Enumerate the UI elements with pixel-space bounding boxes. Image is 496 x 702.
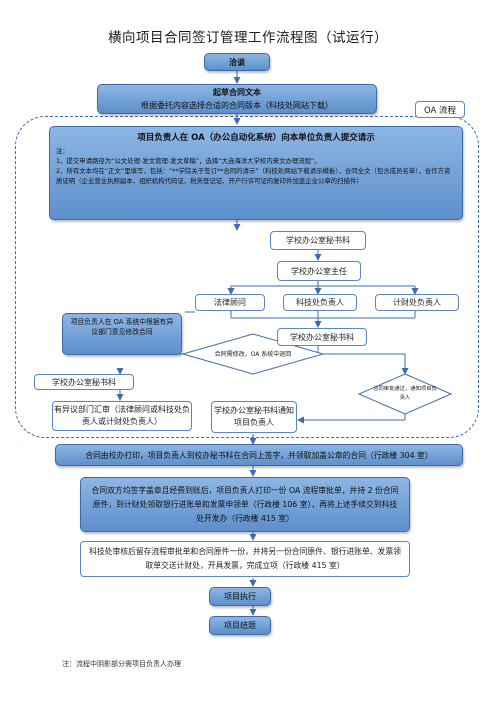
- node-sci-dept-head: 科技处负责人: [283, 294, 357, 311]
- footnote: 注：流程中阴影部分需项目负责人办理: [62, 660, 181, 668]
- node-pi-revise: 项目负责人在 OA 系统中根据有异议部门意见修改合同: [62, 313, 182, 355]
- node-close: 项目结题: [209, 616, 271, 635]
- node-legal-advisor: 法律顾问: [195, 294, 265, 311]
- node-secretary-1: 学校办公室秘书科: [270, 231, 366, 250]
- decision-pass-label: 合同审批通过，通知项目负责人: [373, 386, 437, 401]
- oa-process-region: [15, 116, 479, 438]
- node-secretary-2: 学校办公室秘书科: [277, 328, 367, 346]
- oa-process-tag: OA 流程: [415, 101, 465, 118]
- node-submit-note-1: 1、提交申请路径为“公文处理-发文管理-发文草稿”，选择“大连海洋大学校内来文办…: [56, 157, 321, 165]
- page-title: 横向项目合同签订管理工作流程图（试运行）: [108, 30, 388, 46]
- node-draft-title: 起草合同文本: [213, 88, 261, 97]
- node-finance-dept-head: 计财处负责人: [375, 294, 459, 311]
- node-after-sign: 合同双方均签字盖章且经费到账后，项目负责人打印一份 OA 流程审批单，并持 2 …: [80, 477, 410, 532]
- node-print-seal: 合同由校办打印，项目负责人到校办秘书科在合同上签字，并领取加盖公章的合同（行政楼…: [55, 444, 463, 466]
- node-secretary-3: 学校办公室秘书科: [34, 374, 134, 390]
- node-negotiate: 洽谈: [204, 53, 270, 71]
- node-notify-pi: 学校办公室秘书科通知项目负责人: [211, 401, 297, 433]
- node-objection-review: 有异议部门汇审（法律顾问或科技处负责人或计财处负责人）: [52, 401, 192, 431]
- node-execute: 项目执行: [209, 587, 271, 606]
- decision-reject-label: 合同需修改，OA 系统中退回: [214, 351, 292, 358]
- node-draft-contract: 起草合同文本 根据委托内容选择合适的合同版本（科技处网站下载）: [97, 84, 377, 114]
- node-submit-title: 项目负责人在 OA（办公自动化系统）向本单位负责人提交请示: [137, 133, 375, 143]
- node-office-director: 学校办公室主任: [277, 261, 361, 281]
- node-submit-request: 项目负责人在 OA（办公自动化系统）向本单位负责人提交请示 注： 1、提交申请路…: [49, 126, 463, 220]
- node-draft-desc: 根据委托内容选择合适的合同版本（科技处网站下载）: [141, 101, 333, 110]
- node-archive: 科技处审核后留存流程审批单和合同原件一份，并将另一份合同原件、银行进账单、发票领…: [80, 541, 410, 577]
- node-submit-note-2: 2、所有文本均在“正文”里填写，包括：“**学院关于签订**合同的请示”（科技处…: [56, 167, 451, 185]
- decision-diamond-pass: [357, 373, 453, 415]
- node-submit-note-label: 注：: [56, 147, 69, 155]
